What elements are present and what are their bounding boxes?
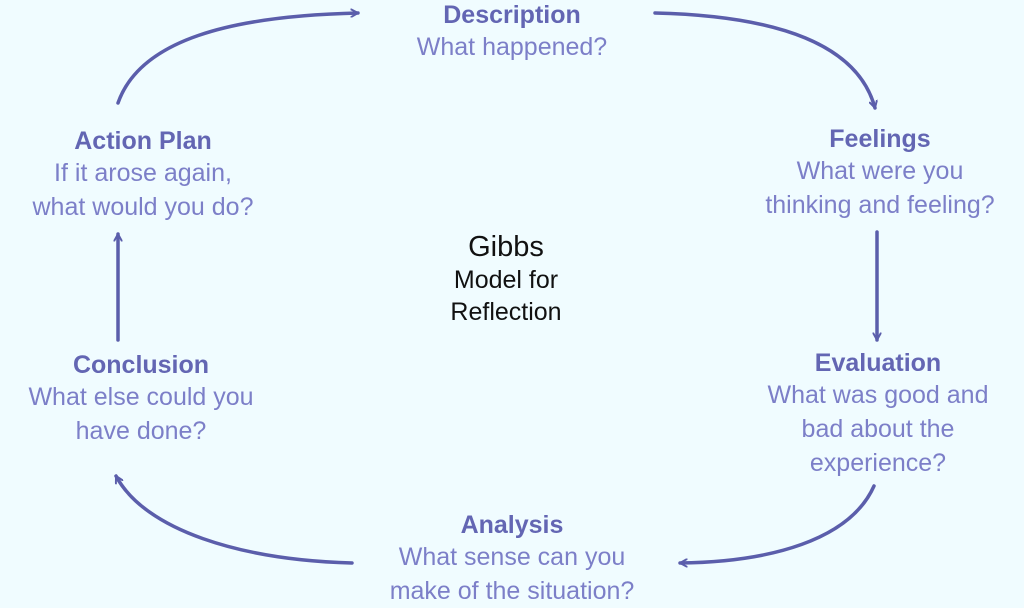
stage-evaluation-question-line-3: experience? (809, 449, 947, 477)
arrow-description-to-feelings (653, 11, 875, 110)
stage-action-plan-question-line-1: If it arose again, (54, 159, 232, 187)
stage-analysis-title: Analysis (460, 511, 564, 539)
stage-conclusion-question-line-2: have done? (75, 417, 207, 445)
center-subtitle-line-2: Reflection (450, 298, 562, 326)
stage-feelings: Feelings What were you thinking and feel… (765, 124, 994, 222)
stage-action-plan-title: Action Plan (74, 127, 212, 155)
stage-conclusion-title: Conclusion (72, 351, 210, 379)
arrow-analysis-to-conclusion (114, 474, 354, 565)
arrow-action-plan-to-description (116, 13, 360, 105)
stage-description-question: What happened? (416, 33, 608, 61)
stage-feelings-title: Feelings (829, 125, 931, 153)
stage-description-title: Description (443, 1, 581, 29)
stage-action-plan-question-line-2: what would you do? (32, 193, 254, 221)
stage-evaluation-question-line-1: What was good and (767, 381, 989, 409)
stage-evaluation-question-line-2: bad about the (801, 415, 955, 443)
center-label: Gibbs Model for Reflection (450, 230, 561, 328)
stage-evaluation: Evaluation What was good and bad about t… (768, 348, 989, 480)
stage-evaluation-title: Evaluation (814, 349, 942, 377)
center-title: Gibbs (468, 231, 544, 263)
stage-feelings-question-line-2: thinking and feeling? (765, 191, 995, 219)
stage-conclusion: Conclusion What else could you have done… (28, 350, 253, 448)
arrow-evaluation-to-analysis (678, 484, 876, 563)
stage-conclusion-question-line-1: What else could you (28, 383, 254, 411)
stage-analysis-question-line-1: What sense can you (398, 543, 626, 571)
stage-feelings-question-line-1: What were you (796, 157, 964, 185)
stage-analysis-question-line-2: make of the situation? (389, 577, 635, 605)
stage-analysis: Analysis What sense can you make of the … (390, 510, 635, 608)
center-subtitle-line-1: Model for (453, 266, 559, 294)
stage-action-plan: Action Plan If it arose again, what woul… (33, 126, 254, 224)
stage-description: Description What happened? (417, 0, 607, 64)
